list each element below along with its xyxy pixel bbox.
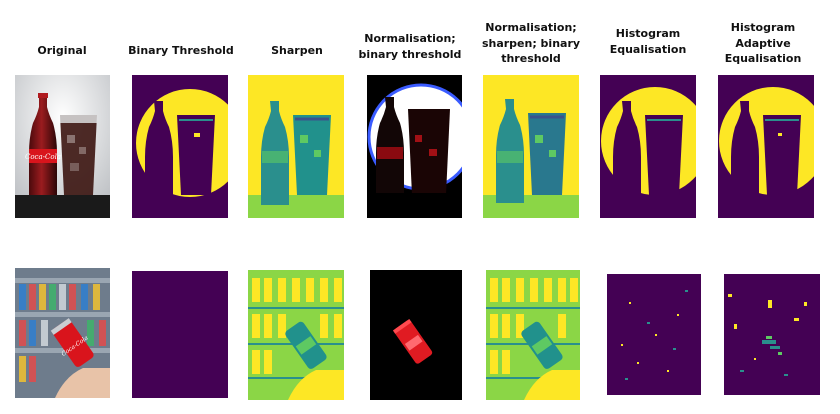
row2-histogram-equalisation-image (607, 274, 701, 395)
row1-sharpen-image (248, 75, 344, 218)
header-histogram-equalisation: Histogram Equalisation (609, 27, 687, 56)
header-histogram-adaptive: Histogram Adaptive Equalisation (724, 21, 802, 65)
row1-normalisation-sharpen-binary-image (483, 75, 579, 218)
header-normalisation-binary: Normalisation; binary threshold (358, 32, 462, 61)
header-binary-threshold: Binary Threshold (128, 44, 234, 57)
row1-original-logo-text: Coca-Cola (25, 153, 61, 161)
row1-original-image: Coca-Cola (15, 75, 110, 218)
row1-histogram-adaptive-image (718, 75, 814, 218)
row2-binary-threshold-image (132, 271, 228, 398)
row2-normalisation-sharpen-binary-image (486, 270, 580, 400)
row2-original-image: Coca-Cola (15, 268, 110, 398)
header-normalisation-sharpen-binary: Normalisation; sharpen; binary threshold (481, 21, 581, 65)
row2-sharpen-image (248, 270, 344, 400)
header-original: Original (37, 44, 87, 57)
row1-histogram-equalisation-image (600, 75, 696, 218)
row1-normalisation-binary-image (367, 75, 462, 218)
header-sharpen: Sharpen (271, 44, 323, 57)
row2-histogram-adaptive-image (724, 274, 820, 395)
row1-binary-threshold-image (132, 75, 228, 218)
row2-normalisation-binary-image (370, 270, 462, 400)
